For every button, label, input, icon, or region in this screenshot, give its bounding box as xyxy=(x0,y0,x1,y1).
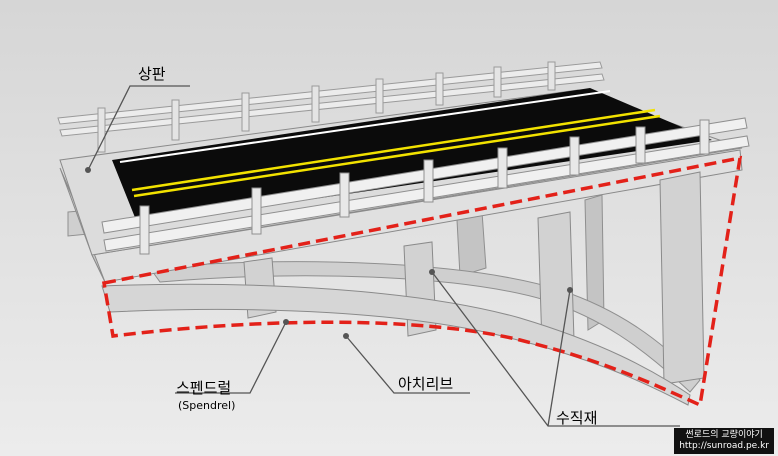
watermark-url: http://sunroad.pe.kr xyxy=(679,441,769,452)
vertical-member-label: 수직재 xyxy=(556,407,597,428)
deck-label: 상판 xyxy=(138,63,166,84)
spandrel-label: 스펜드럴 xyxy=(176,377,231,398)
arch-rib-label: 아치리브 xyxy=(398,373,453,394)
spandrel-en-label: (Spendrel) xyxy=(178,399,235,412)
watermark: 썬로드의 교량이야기 http://sunroad.pe.kr xyxy=(674,428,774,454)
watermark-title: 썬로드의 교량이야기 xyxy=(679,430,769,441)
